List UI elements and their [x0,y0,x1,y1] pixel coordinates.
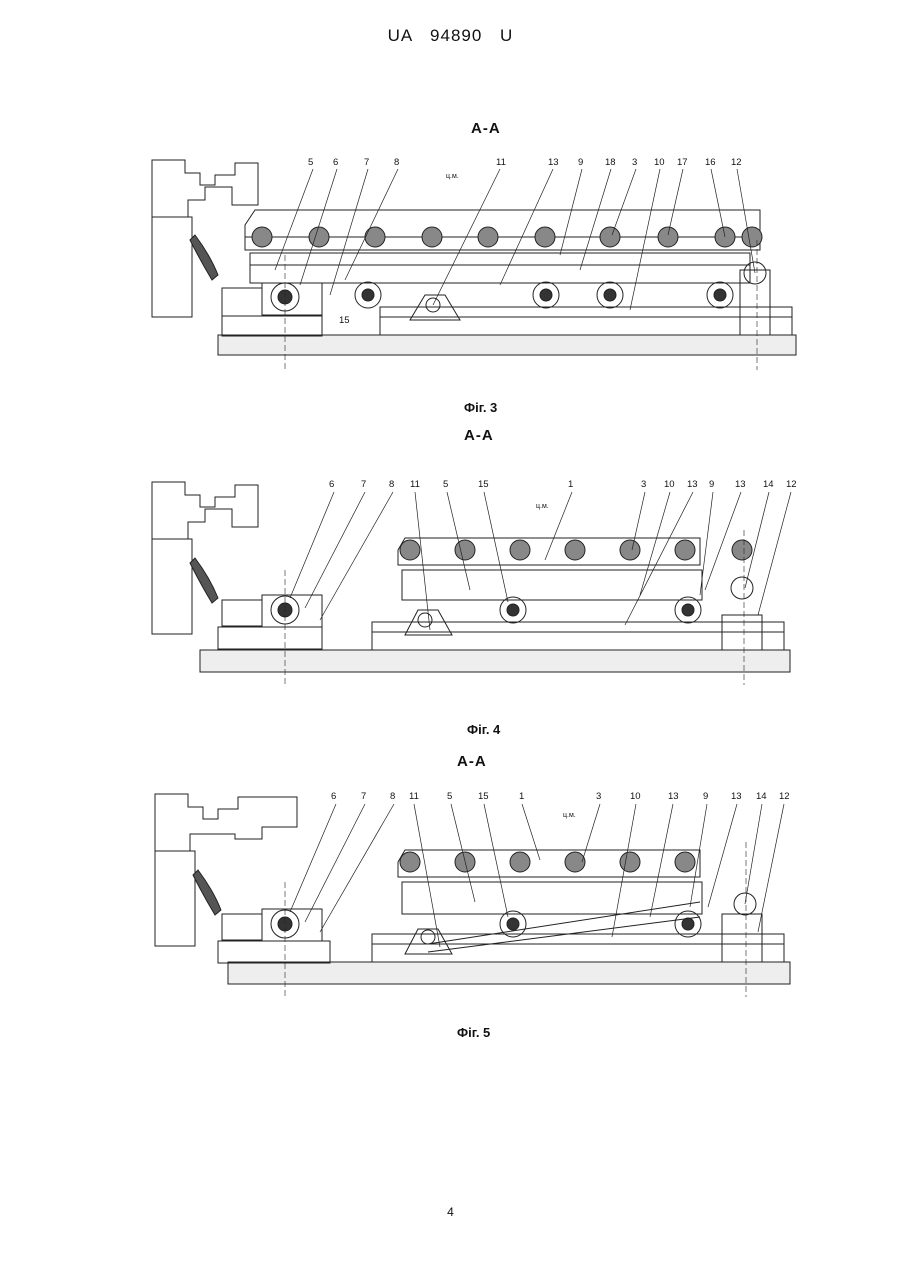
callout-11: 11 [410,479,420,490]
callout-3: 3 [596,791,601,802]
callout-15: 15 [478,791,489,802]
technical-drawing-fig4: 6 7 8 11 5 15 1 ц.м. 3 10 13 9 13 14 12 [0,470,901,690]
callout-18: 18 [605,157,616,168]
callout-3: 3 [632,157,637,168]
callout-9: 9 [703,791,708,802]
callout-13: 13 [668,791,679,802]
callout-13: 13 [548,157,559,168]
callout-center-mass: ц.м. [563,812,576,819]
callout-8: 8 [390,791,395,802]
section-label-fig3: A-A [471,120,501,137]
callout-15: 15 [339,315,350,326]
callout-9: 9 [709,479,714,490]
callout-7: 7 [361,479,366,490]
callout-7: 7 [364,157,369,168]
callout-16: 16 [705,157,716,168]
callout-14: 14 [763,479,774,490]
callout-11: 11 [496,157,506,168]
callout-14: 14 [756,791,767,802]
figure-caption-4: Фіг. 4 [467,722,500,737]
callout-8: 8 [389,479,394,490]
callout-8: 8 [394,157,399,168]
section-label-fig5: A-A [457,753,487,770]
figure-caption-3: Фіг. 3 [464,400,497,415]
callout-10: 10 [664,479,675,490]
callout-1: 1 [568,479,573,490]
callout-11: 11 [409,791,419,802]
patent-number-header: UA 94890 U [0,26,901,46]
callout-6: 6 [329,479,334,490]
callout-5: 5 [447,791,452,802]
callout-center-mass: ц.м. [446,173,459,180]
callout-5: 5 [308,157,313,168]
callout-9: 9 [578,157,583,168]
section-label-fig4: A-A [464,427,494,444]
callout-10: 10 [630,791,641,802]
callout-5: 5 [443,479,448,490]
callout-17: 17 [677,157,688,168]
callout-6: 6 [333,157,338,168]
callout-13b: 13 [735,479,746,490]
callout-1: 1 [519,791,524,802]
figure-caption-5: Фіг. 5 [457,1025,490,1040]
technical-drawing-fig5: 6 7 8 11 5 15 1 ц.м. 3 10 13 9 13 14 12 [0,782,901,1002]
callout-3: 3 [641,479,646,490]
callout-7: 7 [361,791,366,802]
callout-12: 12 [786,479,797,490]
callout-6: 6 [331,791,336,802]
callout-13: 13 [687,479,698,490]
callout-13b: 13 [731,791,742,802]
page-number: 4 [0,1205,901,1219]
callout-12: 12 [731,157,742,168]
technical-drawing-fig3: 5 6 7 8 ц.м. 11 13 9 18 3 10 17 16 12 15 [0,145,901,375]
callout-15: 15 [478,479,489,490]
callout-center-mass: ц.м. [536,503,549,510]
callout-12: 12 [779,791,790,802]
callout-10: 10 [654,157,665,168]
